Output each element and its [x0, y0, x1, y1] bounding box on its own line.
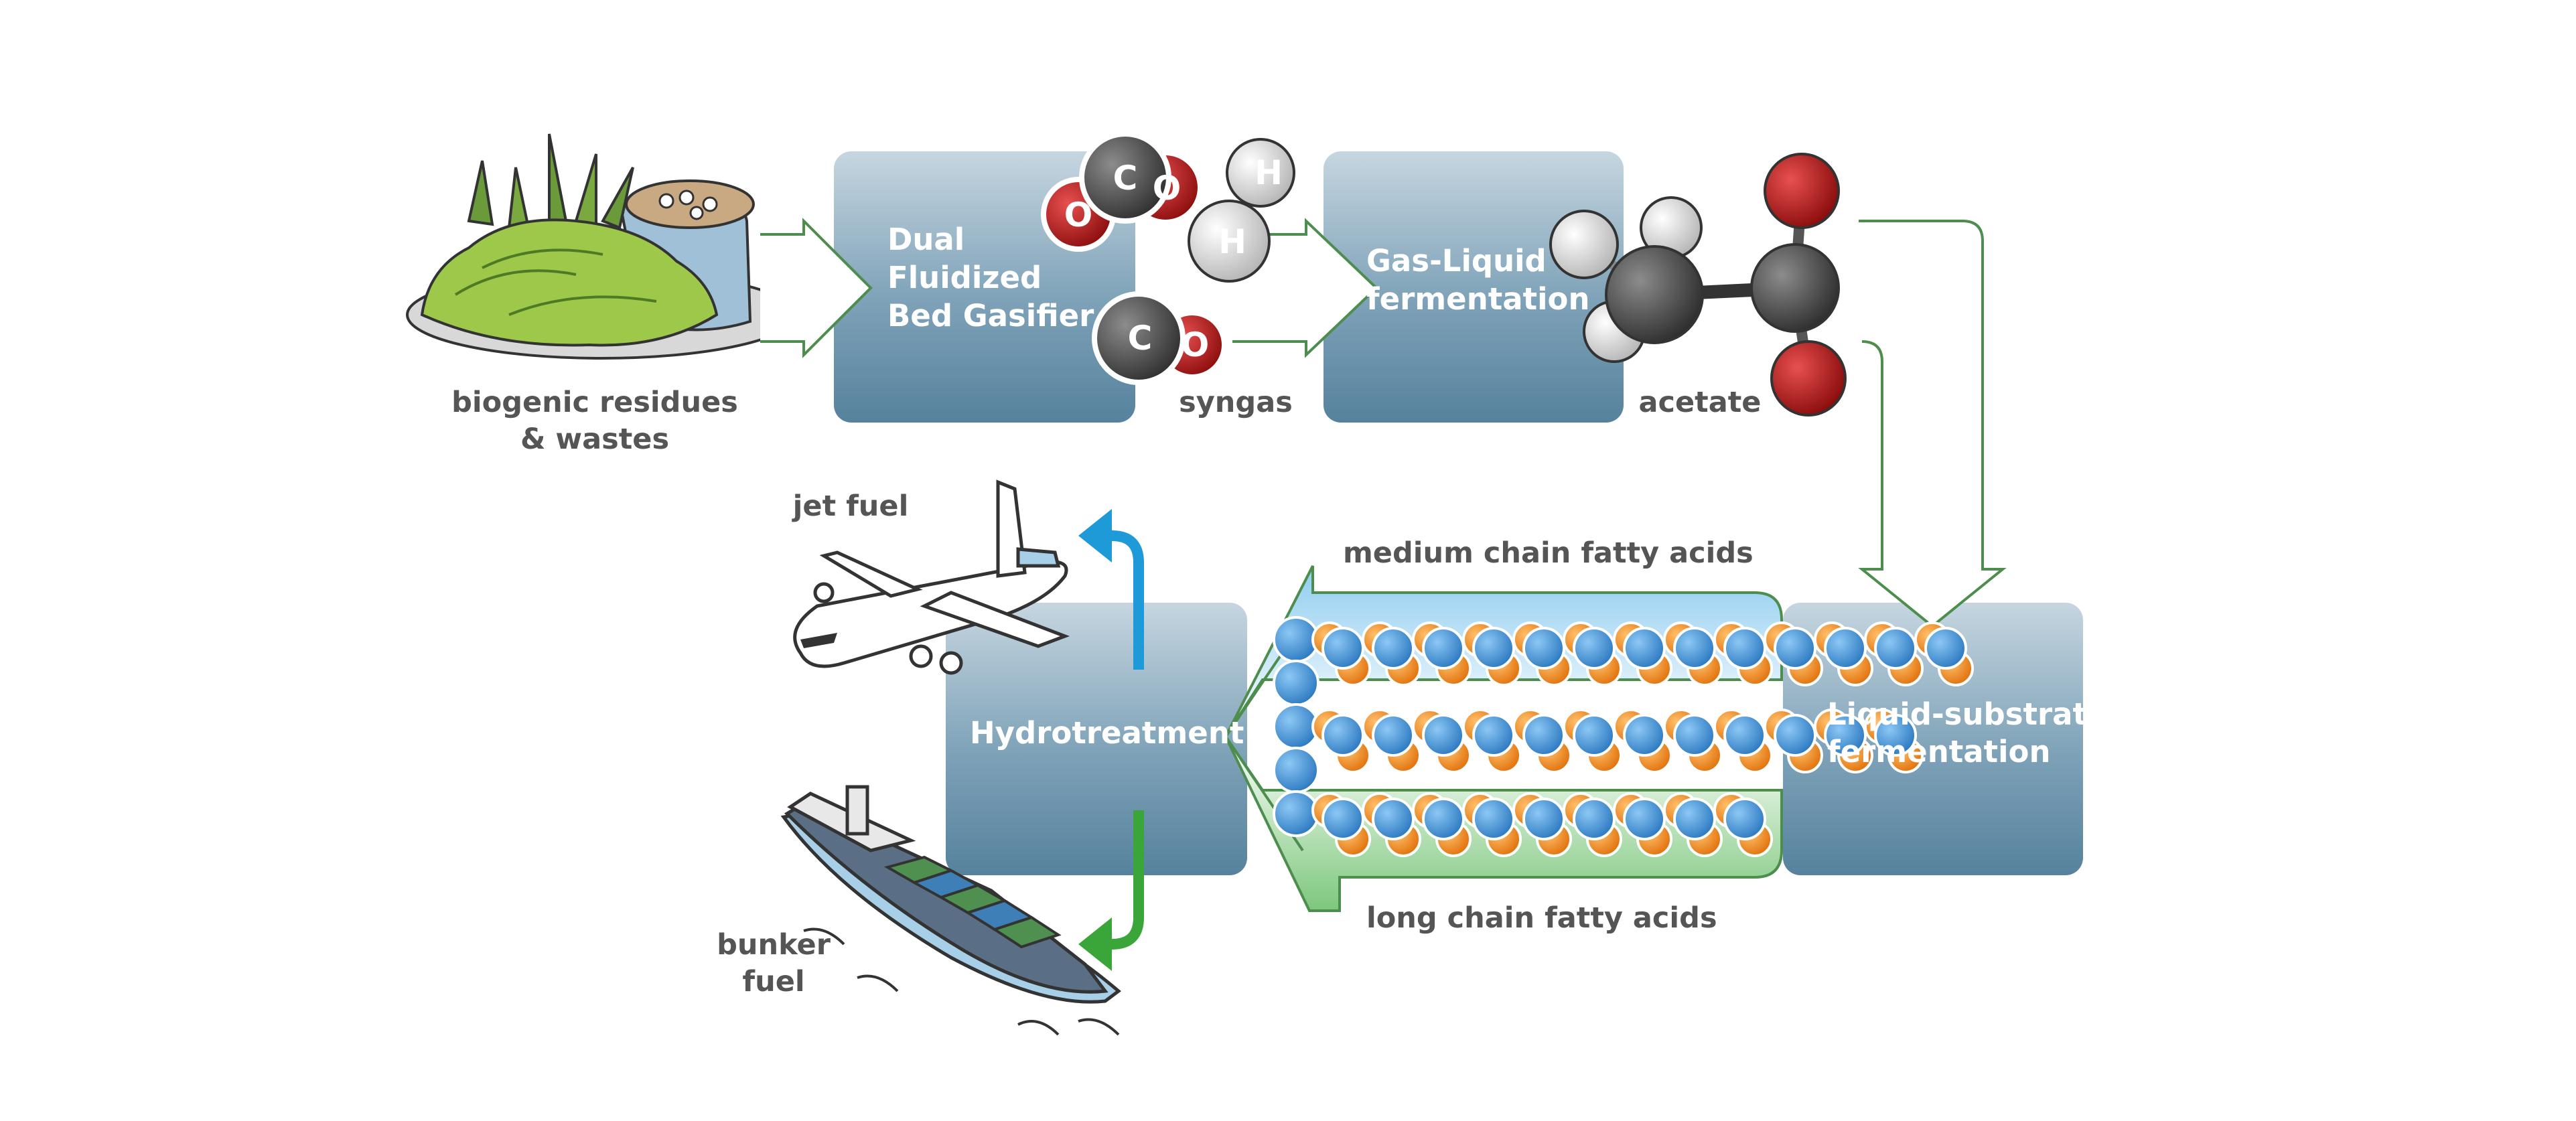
- hydrotreatment-box: [946, 603, 1247, 875]
- bunker-fuel-label-line-2: fuel: [742, 965, 804, 998]
- co2-oxygen-right-label: O: [1153, 169, 1182, 208]
- lcfa-label: long chain fatty acids: [1366, 901, 1717, 935]
- chain-blue-atom: [1573, 714, 1616, 757]
- h2-molecule: H H: [1188, 138, 1295, 283]
- chain-blue-atom: [1422, 798, 1465, 840]
- chain-blue-atom: [1824, 714, 1867, 757]
- chain-blue-atom: [1824, 627, 1867, 670]
- chain-blue-atom: [1673, 714, 1716, 757]
- co-carbon-label: C: [1128, 319, 1153, 358]
- bunker-fuel-label-line-1: bunker: [717, 928, 831, 962]
- chain-blue-atom: [1673, 798, 1716, 840]
- gasifier-label-line-3: Bed Gasifier: [887, 298, 1094, 333]
- chain-blue-atom: [1874, 714, 1917, 757]
- feedstock-illustration: [406, 133, 797, 360]
- jet-fuel-arrow: [1078, 509, 1144, 670]
- chain-blue-atom: [1522, 627, 1565, 670]
- gasifier-label-line-1: Dual: [887, 222, 964, 257]
- chain-blue-atom: [1522, 714, 1565, 757]
- chain-blue-atom: [1422, 714, 1465, 757]
- chain-blue-atom: [1723, 627, 1766, 670]
- feedstock-label-line-2: & wastes: [520, 423, 669, 456]
- chain-blue-atom: [1321, 714, 1364, 757]
- jet-fuel-label: jet fuel: [792, 490, 909, 523]
- chain-backbone-atom: [1273, 790, 1319, 837]
- co-oxygen-label: O: [1181, 325, 1210, 364]
- chain-blue-atom: [1924, 627, 1967, 670]
- liquid-substrate-label-line-2: fermentation: [1827, 734, 2051, 769]
- mcfa-label: medium chain fatty acids: [1343, 536, 1754, 570]
- chain-blue-atom: [1573, 627, 1616, 670]
- chain-blue-atom: [1623, 798, 1666, 840]
- chain-blue-atom: [1321, 627, 1364, 670]
- chain-blue-atom: [1723, 714, 1766, 757]
- ship-illustration: [780, 785, 1121, 1036]
- co2-carbon-label: C: [1113, 159, 1138, 198]
- bunker-fuel-arrow: [1078, 810, 1144, 971]
- gasifier-label-line-2: Fluidized: [887, 260, 1042, 295]
- chain-backbone-atom: [1273, 747, 1319, 794]
- chain-blue-atom: [1774, 714, 1816, 757]
- h2-hydrogen-top-label: H: [1255, 153, 1283, 192]
- chain-blue-atom: [1422, 627, 1465, 670]
- chain-blue-atom: [1372, 627, 1415, 670]
- flow-arrow-feedstock-gasifier: [760, 218, 873, 358]
- chain-blue-atom: [1723, 798, 1766, 840]
- hydrotreatment-label: Hydrotreatment: [970, 715, 1244, 751]
- chain-backbone-atom: [1273, 660, 1319, 706]
- acetate-label: acetate: [1639, 386, 1762, 419]
- chain-blue-atom: [1472, 714, 1515, 757]
- co2-oxygen-left-label: O: [1064, 196, 1093, 234]
- chain-blue-atom: [1874, 627, 1917, 670]
- feedstock-label-line-1: biogenic residues: [451, 386, 738, 419]
- chain-blue-atom: [1522, 798, 1565, 840]
- acetate-molecule: [1549, 153, 1847, 417]
- co2-molecule: O C O: [1041, 131, 1203, 252]
- chain-blue-atom: [1623, 627, 1666, 670]
- syngas-label: syngas: [1179, 386, 1293, 419]
- chain-blue-atom: [1623, 714, 1666, 757]
- gas-liquid-box: [1323, 151, 1624, 423]
- gas-liquid-label-line-1: Gas-Liquid: [1366, 243, 1547, 279]
- airplane-illustration: [793, 479, 1070, 675]
- chain-blue-atom: [1472, 627, 1515, 670]
- co-molecule: C O: [1092, 291, 1227, 385]
- chain-blue-atom: [1372, 798, 1415, 840]
- chain-blue-atom: [1472, 798, 1515, 840]
- flow-arrow-syngas-fermentation: [1232, 218, 1378, 358]
- fatty-acid-chains: [1273, 616, 1974, 857]
- liquid-substrate-label-line-1: Liquid-substrate: [1827, 696, 2108, 732]
- h2-hydrogen-bottom-label: H: [1218, 222, 1246, 261]
- chain-blue-atom: [1774, 627, 1816, 670]
- chain-blue-atom: [1372, 714, 1415, 757]
- chain-blue-atom: [1573, 798, 1616, 840]
- gas-liquid-label-line-2: fermentation: [1366, 281, 1590, 317]
- chain-blue-atom: [1321, 798, 1364, 840]
- flow-arrow-acetate-liquid-substrate: [1858, 220, 2007, 628]
- chain-blue-atom: [1673, 627, 1716, 670]
